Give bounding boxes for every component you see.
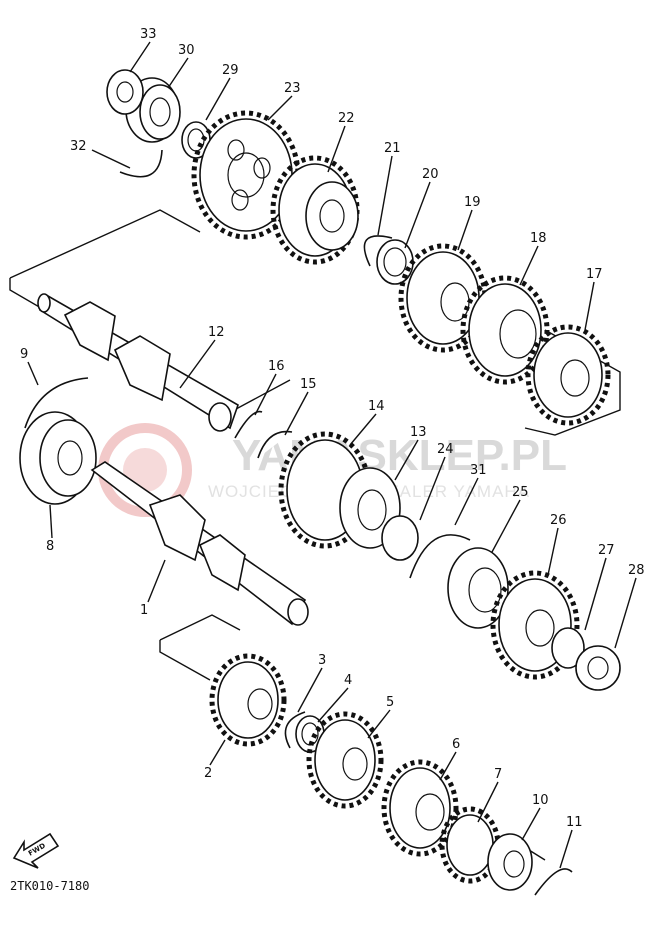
oil-seal-25 — [447, 547, 509, 629]
callout-14: 14 — [368, 399, 385, 414]
gear-6 — [381, 759, 459, 857]
callout-9: 9 — [20, 347, 28, 362]
leader-lines — [27, 41, 637, 869]
circlip-15 — [257, 430, 293, 459]
callout-31: 31 — [470, 463, 487, 478]
callout-11: 11 — [566, 815, 583, 830]
circlip-16 — [234, 410, 263, 439]
callout-1: 1 — [140, 603, 148, 618]
yamaha-logo-center — [123, 448, 167, 492]
gear-22 — [270, 155, 360, 265]
callout-16: 16 — [268, 359, 285, 374]
callout-5: 5 — [386, 695, 394, 710]
callout-6: 6 — [452, 737, 460, 752]
callout-21: 21 — [384, 141, 401, 156]
circlip-32 — [119, 149, 163, 178]
nut-28 — [575, 645, 621, 691]
gear-18 — [460, 275, 550, 385]
circlip-31 — [409, 534, 471, 579]
callout-29: 29 — [222, 63, 239, 78]
callout-18: 18 — [530, 231, 547, 246]
diagram-code: 2TK010-7180 — [10, 879, 89, 893]
callout-3: 3 — [318, 653, 326, 668]
callout-23: 23 — [284, 81, 301, 96]
callout-33: 33 — [140, 27, 157, 42]
callout-4: 4 — [344, 673, 352, 688]
collar-24 — [381, 515, 419, 561]
callout-10: 10 — [532, 793, 549, 808]
callout-28: 28 — [628, 563, 645, 578]
circlip-11 — [534, 868, 573, 896]
fwd-arrow-icon: FWD — [12, 832, 60, 869]
gear-17 — [525, 324, 611, 426]
lock-washer-27 — [551, 627, 585, 669]
bearing-8 — [19, 411, 97, 505]
drive-axle-1 — [90, 461, 309, 626]
callout-19: 19 — [464, 195, 481, 210]
main-axle-12 — [37, 293, 239, 432]
bearing-10 — [487, 833, 533, 891]
callout-13: 13 — [410, 425, 427, 440]
callout-32: 32 — [70, 139, 87, 154]
callout-30: 30 — [178, 43, 195, 58]
callout-2: 2 — [204, 766, 212, 781]
callout-17: 17 — [586, 267, 603, 282]
callout-12: 12 — [208, 325, 225, 340]
callout-24: 24 — [437, 442, 454, 457]
callout-20: 20 — [422, 167, 439, 182]
gear-5 — [306, 711, 384, 809]
callout-22: 22 — [338, 111, 355, 126]
callout-8: 8 — [46, 539, 54, 554]
callout-7: 7 — [494, 767, 502, 782]
callout-labels: 33 30 29 23 32 22 21 20 19 18 17 12 16 1… — [20, 27, 645, 830]
callout-27: 27 — [598, 543, 615, 558]
callout-15: 15 — [300, 377, 317, 392]
gear-2 — [209, 653, 287, 747]
callout-25: 25 — [512, 485, 529, 500]
washer-33 — [106, 69, 144, 115]
callout-26: 26 — [550, 513, 567, 528]
washer-20 — [376, 239, 414, 285]
